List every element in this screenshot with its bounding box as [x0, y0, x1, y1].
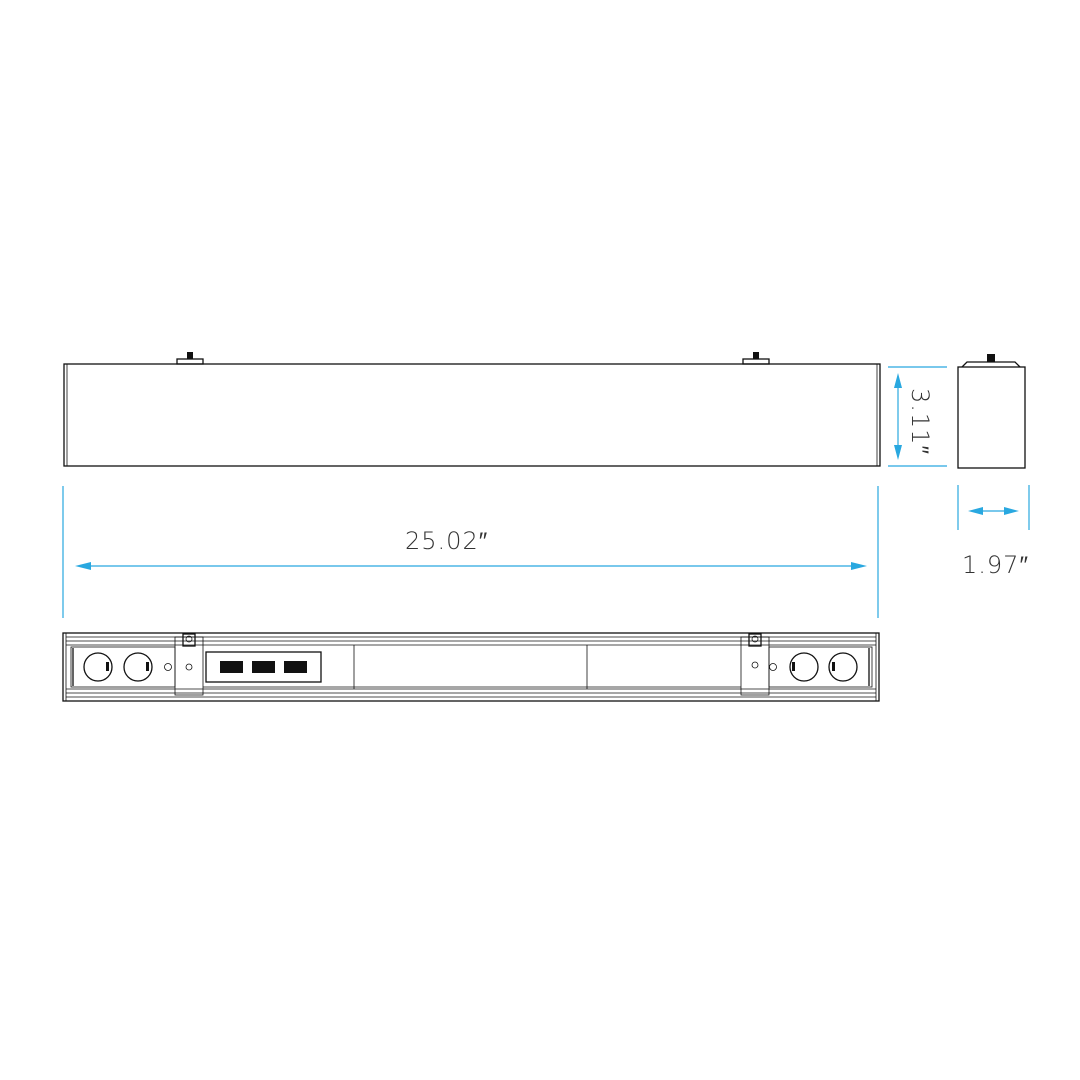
width-label: 1.97″	[962, 551, 1029, 579]
screw-icon	[769, 663, 777, 671]
height-label: 3.11″	[906, 388, 934, 455]
front-view	[63, 352, 881, 467]
height-dimension: 3.11″	[888, 366, 947, 467]
knockout-icon	[83, 652, 113, 682]
knockout-icon	[123, 652, 153, 682]
knockout-icon	[828, 652, 858, 682]
width-dimension: 1.97″	[957, 485, 1030, 579]
screw-icon	[164, 663, 172, 671]
bottom-view	[62, 632, 880, 702]
arrow-up-icon	[894, 373, 902, 388]
driver-module	[205, 651, 322, 683]
connector-icon	[284, 661, 307, 673]
side-view	[957, 354, 1026, 469]
connector-icon	[220, 661, 243, 673]
arrow-down-icon	[894, 445, 902, 460]
connector-icon	[252, 661, 275, 673]
mounting-clip-right	[742, 352, 770, 365]
side-body	[957, 366, 1026, 469]
front-body	[63, 363, 881, 467]
knockout-icon	[789, 652, 819, 682]
length-label: 25.02″	[405, 527, 488, 555]
length-dimension: 25.02″	[62, 486, 879, 618]
mounting-clip-left	[176, 352, 204, 365]
